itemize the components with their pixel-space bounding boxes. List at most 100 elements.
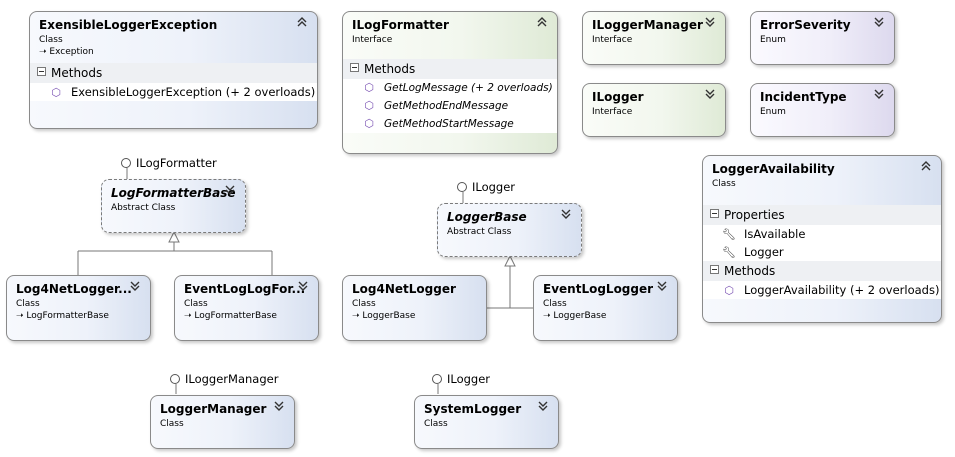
property-wrench-icon: 🔧︎ (722, 246, 736, 259)
incident-type-box[interactable]: IncidentType Enum (750, 83, 895, 137)
log4net-logger-box[interactable]: Log4NetLogger Class ➝ LoggerBase (342, 275, 487, 341)
logger-availability-box[interactable]: LoggerAvailability Class Properties 🔧︎Is… (702, 155, 942, 323)
stereotype-label: Class (16, 299, 40, 309)
class-title: LoggerAvailability (712, 162, 835, 176)
base-type: ➝ LogFormatterBase (16, 311, 142, 321)
lollipop-label: ILogger (472, 180, 516, 194)
chevron-double-down-icon[interactable] (274, 401, 284, 411)
inherits-arrow-icon: ➝ (543, 311, 551, 321)
base-type: ➝ LoggerBase (352, 311, 478, 321)
ilogger-box[interactable]: ILogger Interface (582, 83, 726, 137)
stereotype-label: Class (184, 299, 208, 309)
chevron-double-down-icon[interactable] (538, 401, 548, 411)
interface-lollipop-icon (432, 373, 442, 384)
member-label: GetLogMessage (+ 2 overloads) (384, 82, 553, 94)
section-collapse-icon[interactable] (710, 209, 719, 218)
chevron-double-down-icon[interactable] (561, 209, 571, 219)
methods-section: Methods ⬡GetLogMessage (+ 2 overloads) ⬡… (343, 59, 557, 133)
interface-lollipop-icon (457, 181, 467, 192)
chevron-double-down-icon[interactable] (130, 281, 140, 291)
stereotype-label: Interface (592, 107, 633, 117)
section-collapse-icon[interactable] (710, 265, 719, 274)
log4net-logger-formatter-box[interactable]: Log4NetLogger... Class ➝ LogFormatterBas… (6, 275, 151, 341)
inherits-arrow-icon: ➝ (16, 311, 24, 321)
chevron-double-down-icon[interactable] (705, 89, 715, 99)
eventlog-log-formatter-box[interactable]: EventLogLogFor... Class ➝ LogFormatterBa… (174, 275, 319, 341)
section-label: Properties (724, 208, 785, 222)
interface-lollipop: ILogger (457, 180, 515, 194)
stereotype-label: Enum (760, 35, 786, 45)
logger-manager-box[interactable]: LoggerManager Class (150, 395, 295, 449)
chevron-double-down-icon[interactable] (657, 281, 667, 291)
chevron-double-up-icon[interactable] (297, 17, 307, 27)
base-type: ➝ LoggerBase (543, 311, 669, 321)
interface-lollipop: ILogFormatter (121, 156, 217, 170)
base-type: ➝ LogFormatterBase (184, 311, 310, 321)
interface-lollipop-icon (121, 157, 131, 168)
class-title: ExensibleLoggerException (39, 18, 218, 32)
log-formatter-base-box[interactable]: LogFormatterBase Abstract Class (101, 179, 246, 233)
exensible-logger-exception-box[interactable]: ExensibleLoggerException Class ➝ Excepti… (29, 11, 318, 129)
member-row[interactable]: ⬡ GetMethodStartMessage (343, 115, 557, 133)
interface-title: ILogger (592, 90, 644, 104)
iloggermanager-box[interactable]: ILoggerManager Interface (582, 11, 726, 65)
class-title: Log4NetLogger (352, 282, 456, 296)
class-title: LoggerBase (447, 210, 527, 224)
class-title: SystemLogger (424, 402, 522, 416)
member-row[interactable]: 🔧︎ Logger (703, 243, 941, 261)
stereotype-label: Enum (760, 107, 786, 117)
method-cube-icon: ⬡ (51, 86, 61, 99)
class-title: LogFormatterBase (111, 186, 236, 200)
chevron-double-up-icon[interactable] (537, 17, 547, 27)
inherits-arrow-icon: ➝ (184, 311, 192, 321)
stereotype-label: Class (39, 35, 63, 45)
methods-section-header[interactable]: Methods (343, 59, 557, 79)
properties-section-header[interactable]: Properties (703, 205, 941, 225)
section-collapse-icon[interactable] (350, 63, 359, 72)
class-title: EventLogLogFor... (184, 282, 306, 296)
member-row[interactable]: 🔧︎IsAvailable (703, 225, 941, 243)
section-label: Methods (364, 62, 416, 76)
section-label: Methods (724, 264, 776, 278)
lollipop-label: ILoggerManager (185, 372, 279, 386)
member-label: GetMethodStartMessage (384, 118, 514, 130)
member-label: GetMethodEndMessage (384, 100, 509, 112)
member-label: Logger (744, 245, 784, 259)
eventlog-logger-box[interactable]: EventLogLogger Class ➝ LoggerBase (533, 275, 678, 341)
interface-lollipop: ILoggerManager (170, 372, 278, 386)
chevron-double-down-icon[interactable] (225, 185, 235, 195)
base-type-label: Exception (49, 47, 94, 57)
member-label: IsAvailable (744, 227, 806, 241)
section-collapse-icon[interactable] (37, 67, 46, 76)
member-label: ExensibleLoggerException (+ 2 overloads) (71, 85, 316, 99)
error-severity-box[interactable]: ErrorSeverity Enum (750, 11, 895, 65)
system-logger-box[interactable]: SystemLogger Class (414, 395, 559, 449)
method-cube-icon: ⬡ (724, 284, 734, 297)
chevron-double-up-icon[interactable] (921, 161, 931, 171)
chevron-double-down-icon[interactable] (298, 281, 308, 291)
class-title: LoggerManager (160, 402, 267, 416)
method-cube-icon: ⬡ (364, 117, 374, 130)
stereotype-label: Abstract Class (111, 203, 176, 213)
methods-section: Methods ⬡ ExensibleLoggerException (+ 2 o… (30, 63, 317, 101)
chevron-double-down-icon[interactable] (874, 17, 884, 27)
member-row[interactable]: ⬡GetLogMessage (+ 2 overloads) (343, 79, 557, 97)
logger-base-box[interactable]: LoggerBase Abstract Class (437, 203, 582, 257)
member-row[interactable]: ⬡ ExensibleLoggerException (+ 2 overloads… (30, 83, 317, 101)
chevron-double-down-icon[interactable] (705, 17, 715, 27)
member-row[interactable]: ⬡ LoggerAvailability (+ 2 overloads) (703, 281, 941, 299)
class-title: Log4NetLogger... (16, 282, 132, 296)
interface-lollipop: ILogger (432, 372, 490, 386)
methods-section-header[interactable]: Methods (703, 261, 941, 281)
method-cube-icon: ⬡ (364, 99, 374, 112)
stereotype-label: Interface (592, 35, 633, 45)
interface-title: ILogFormatter (352, 18, 449, 32)
member-row[interactable]: ⬡ GetMethodEndMessage (343, 97, 557, 115)
base-type-label: LogFormatterBase (26, 311, 109, 321)
member-label: LoggerAvailability (+ 2 overloads) (744, 283, 940, 297)
chevron-double-down-icon[interactable] (874, 89, 884, 99)
ilogformatter-box[interactable]: ILogFormatter Interface Methods ⬡GetLogM… (342, 11, 558, 154)
methods-section-header[interactable]: Methods (30, 63, 317, 83)
properties-section: Properties 🔧︎IsAvailable 🔧︎ Logger Method… (703, 205, 941, 299)
